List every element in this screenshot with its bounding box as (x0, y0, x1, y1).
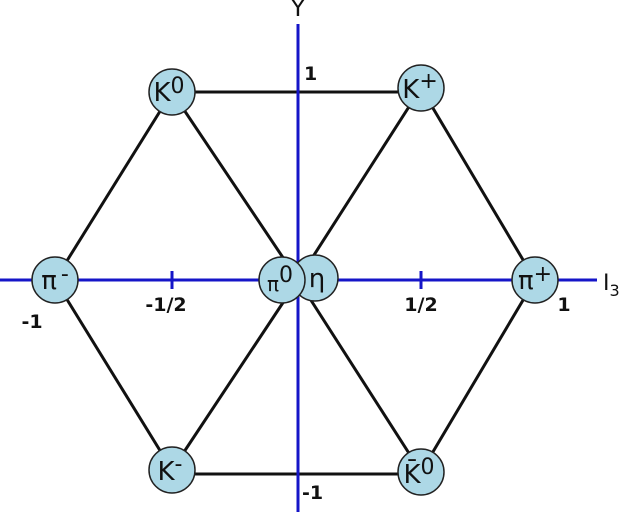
x-axis-label: I3 (603, 271, 620, 300)
x-tick-label-minus-1: -1 (21, 311, 42, 333)
edge-kminus-center (170, 279, 300, 471)
edge-k0bar-center (296, 279, 423, 473)
y-tick-label-1: 1 (304, 63, 317, 85)
particle-charge: + (419, 69, 437, 94)
particle-name: K (402, 75, 420, 105)
svg-text:π0: π0 (267, 263, 293, 296)
x-tick-label-1: 1 (557, 294, 570, 316)
svg-text:π-: π- (41, 262, 69, 296)
particle-name: K (153, 78, 171, 108)
edge-kplus-piplus (419, 87, 537, 281)
particle-name: η (309, 264, 325, 294)
particle-charge: 0 (171, 74, 185, 99)
particle-name: K̄ (403, 458, 421, 490)
edge-k0-center (170, 91, 300, 281)
particle-charge: 0 (279, 263, 293, 288)
particle-pi0: π0 (258, 256, 306, 304)
svg-text:K0: K0 (153, 74, 184, 108)
particle-charge: - (175, 452, 183, 477)
y-axis-label: Y (290, 0, 306, 22)
particle-name: π (41, 266, 57, 296)
hexagon-edges (53, 87, 537, 476)
particle-piminus: π- (31, 256, 79, 304)
svg-text:π+: π+ (518, 262, 552, 296)
particle-k0bar: K̄0 (397, 448, 445, 496)
particle-kplus: K+ (397, 64, 445, 112)
svg-text:K-: K- (157, 452, 182, 487)
particle-piplus: π+ (511, 256, 559, 304)
y-tick-label-minus-1: -1 (302, 482, 323, 504)
particle-charge: + (534, 262, 552, 287)
svg-text:K̄0: K̄0 (403, 455, 434, 490)
particle-charge: - (61, 262, 69, 287)
svg-text:η: η (309, 264, 325, 294)
particle-name: K (157, 457, 175, 487)
edge-piplus-k0bar (419, 279, 537, 473)
x-axis-label-main: I (603, 271, 610, 296)
edge-kminus-piminus (53, 279, 174, 471)
x-axis-label-sub: 3 (610, 281, 620, 300)
particle-k0: K0 (148, 68, 196, 116)
particle-name: π (518, 266, 534, 296)
particle-kminus: K- (148, 446, 196, 494)
particle-name: π (267, 272, 279, 296)
edge-kplus-center (296, 87, 423, 281)
svg-text:K+: K+ (402, 69, 438, 105)
x-tick-label-minus-half: -1/2 (145, 294, 186, 316)
edge-piminus-k0 (53, 91, 174, 281)
particle-charge: 0 (421, 455, 435, 480)
x-tick-label-half: 1/2 (404, 294, 437, 316)
